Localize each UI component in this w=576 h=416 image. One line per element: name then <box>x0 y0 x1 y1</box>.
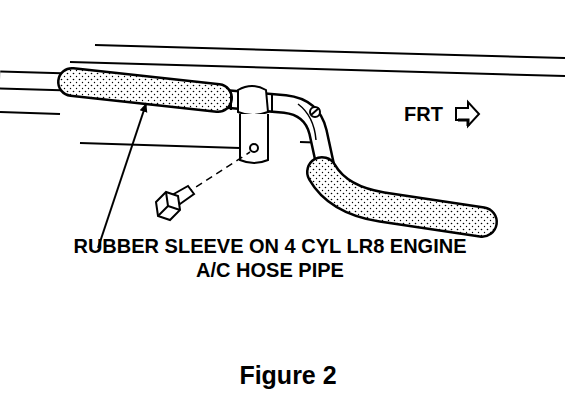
rubber-sleeve <box>72 82 218 98</box>
front-arrow-shadow <box>458 120 468 126</box>
bolt <box>156 186 194 220</box>
hose-pipe <box>0 80 328 178</box>
pipe-clamp <box>231 86 272 163</box>
screw-hole <box>310 107 320 117</box>
figure-caption: Figure 2 <box>188 360 388 390</box>
callout-label: RUBBER SLEEVE ON 4 CYL LR8 ENGINE A/C HO… <box>70 234 470 282</box>
rubber-sleeve <box>322 172 482 222</box>
leader-line <box>98 104 146 248</box>
direction-label: FRT <box>404 102 454 126</box>
front-arrow <box>456 102 479 126</box>
